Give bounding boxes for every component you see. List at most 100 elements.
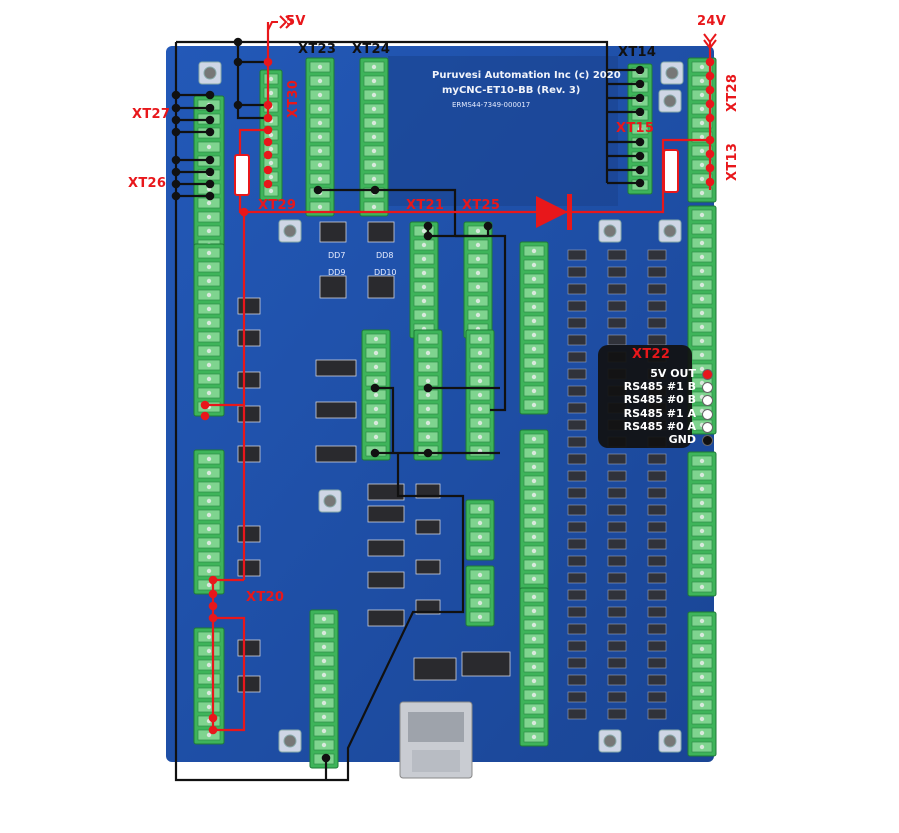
smd-component (567, 657, 587, 669)
smd-component (567, 606, 587, 618)
ic-chip (461, 651, 511, 677)
terminal-block (465, 499, 495, 561)
terminal-block (413, 329, 443, 461)
smd-component (647, 283, 667, 295)
junction-dot (705, 71, 715, 81)
terminal-block (193, 243, 225, 417)
junction-dot (423, 231, 433, 241)
junction-dot (635, 178, 645, 188)
junction-dot (635, 165, 645, 175)
junction-dot (423, 448, 433, 458)
terminal-block (465, 565, 495, 627)
smd-component (647, 623, 667, 635)
smd-component (647, 708, 667, 720)
smd-component (567, 249, 587, 261)
junction-dot (205, 179, 215, 189)
smd-component (647, 538, 667, 550)
smd-component (607, 521, 627, 533)
ic-chip (367, 275, 395, 299)
smd-component (607, 266, 627, 278)
junction-dot (263, 150, 273, 160)
junction-dot (635, 65, 645, 75)
junction-dot (263, 137, 273, 147)
junction-dot (200, 400, 210, 410)
connector-label-xt27: XT27 (132, 107, 171, 122)
junction-dot (705, 135, 715, 145)
smd-component (647, 555, 667, 567)
junction-dot (171, 155, 181, 165)
smd-component (567, 385, 587, 397)
smd-component (567, 691, 587, 703)
smd-component (567, 674, 587, 686)
smd-component (607, 708, 627, 720)
legend-pin-dot-icon (702, 435, 713, 446)
junction-dot (705, 149, 715, 159)
junction-dot (171, 179, 181, 189)
connector-label-xt14: XT14 (618, 45, 657, 60)
terminal-block (193, 449, 225, 595)
legend-row-label: RS485 #0 B (623, 393, 696, 407)
junction-dot (233, 57, 243, 67)
twenty-four-volt-arrow-icon (703, 33, 717, 50)
smd-component (607, 453, 627, 465)
smd-component (647, 691, 667, 703)
terminal-block (409, 221, 439, 339)
smd-component (607, 317, 627, 329)
junction-dot (635, 79, 645, 89)
ground-wires (174, 40, 640, 782)
legend-pin-dot-icon (702, 395, 713, 407)
junction-dots (171, 37, 715, 763)
ic-chip (315, 401, 357, 419)
junction-dot (208, 589, 218, 599)
legend-row: RS485 #0 A (598, 420, 696, 433)
smd-component (567, 640, 587, 652)
smd-component (647, 504, 667, 516)
ic-chip (367, 505, 405, 523)
xt22-pinout-legend (598, 345, 692, 448)
smd-component (567, 555, 587, 567)
junction-dot (233, 100, 243, 110)
smd-component (607, 572, 627, 584)
junction-dot (233, 37, 243, 47)
junction-dot (171, 127, 181, 137)
ic-chip (237, 675, 261, 693)
smd-component (567, 283, 587, 295)
legend-row-label: GND (668, 433, 696, 446)
ic-chip (237, 445, 261, 463)
ic-chip (415, 599, 441, 615)
terminal-block (519, 587, 549, 747)
smd-component (567, 538, 587, 550)
junction-dot (205, 191, 215, 201)
chip-label-dd8: DD8 (376, 251, 394, 260)
junction-dot (635, 137, 645, 147)
legend-row-label: RS485 #0 A (623, 419, 696, 433)
smd-component (567, 470, 587, 482)
connector-label-xt25: XT25 (462, 198, 501, 213)
smd-component (647, 453, 667, 465)
legend-pin-dot-icon (702, 408, 713, 420)
smd-component (647, 572, 667, 584)
junction-dot (208, 613, 218, 623)
smd-component (607, 640, 627, 652)
terminal-block (305, 57, 335, 217)
legend-row: RS485 #1 A (598, 407, 696, 420)
smd-component (567, 402, 587, 414)
smd-component (567, 623, 587, 635)
smd-component (647, 521, 667, 533)
junction-dot (321, 753, 331, 763)
smd-component (567, 419, 587, 431)
junction-dot (205, 155, 215, 165)
smd-component (607, 470, 627, 482)
junction-dot (205, 127, 215, 137)
junction-dot (200, 411, 210, 421)
ic-chip (415, 519, 441, 535)
junction-dot (263, 179, 273, 189)
junction-dot (635, 107, 645, 117)
legend-row-label: RS485 #1 A (623, 406, 696, 420)
smd-component (647, 334, 667, 346)
legend-row: RS485 #0 B (598, 393, 696, 406)
terminal-block (463, 221, 493, 339)
ethernet-jack (399, 701, 473, 779)
smd-component (607, 538, 627, 550)
